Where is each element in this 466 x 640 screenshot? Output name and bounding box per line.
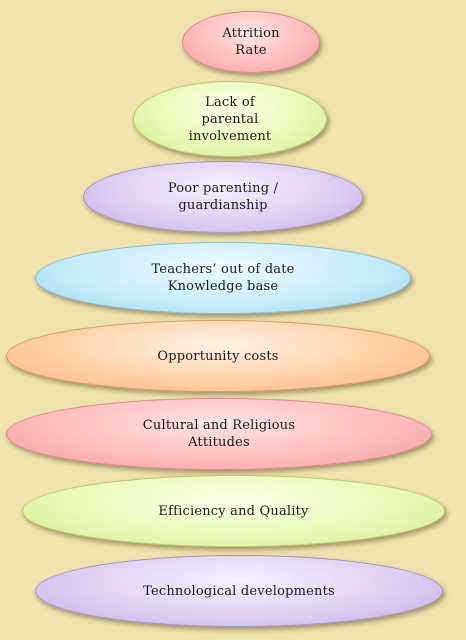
layer-label: Attrition Rate: [222, 25, 279, 59]
layer-label-line: Teachers’ out of date: [151, 262, 295, 277]
layer-label: Technological developments: [143, 583, 335, 600]
layer-efficiency-quality: Efficiency and Quality: [22, 475, 445, 547]
layer-label: Poor parenting / guardianship: [168, 180, 278, 214]
layer-teachers-knowledge-base: Teachers’ out of date Knowledge base: [35, 242, 411, 314]
layer-label: Lack of parental involvement: [189, 94, 272, 145]
layer-label-line: Lack of: [205, 94, 255, 110]
layer-label-line: Opportunity costs: [157, 348, 279, 364]
layer-opportunity-costs: Opportunity costs: [6, 320, 430, 392]
layer-label: Opportunity costs: [157, 348, 278, 365]
layer-label-line: Attitudes: [188, 435, 250, 450]
layer-label: Cultural and Religious Attitudes: [143, 417, 295, 451]
layer-label-line: Knowledge base: [167, 279, 279, 294]
layer-label-line: Attrition: [222, 26, 280, 41]
layer-label-line: Technological developments: [143, 583, 335, 599]
layer-lack-of-parental-involvement: Lack of parental involvement: [133, 81, 327, 157]
layer-label: Efficiency and Quality: [158, 503, 308, 520]
layer-label: Teachers’ out of date Knowledge base: [151, 261, 294, 295]
layer-label-line: Efficiency and Quality: [158, 503, 309, 519]
layer-poor-parenting: Poor parenting / guardianship: [83, 161, 363, 233]
layer-label-line: parental: [201, 111, 259, 127]
layer-label-line: Cultural and Religious: [142, 418, 296, 433]
layer-cultural-religious-attitudes: Cultural and Religious Attitudes: [6, 398, 432, 470]
layer-label-line: guardianship: [178, 198, 268, 213]
layer-attrition-rate: Attrition Rate: [182, 11, 320, 73]
layer-label-line: Rate: [235, 43, 267, 58]
layer-technological-developments: Technological developments: [35, 555, 443, 627]
layer-label-line: Poor parenting /: [167, 181, 279, 196]
layer-label-line: involvement: [188, 128, 272, 144]
